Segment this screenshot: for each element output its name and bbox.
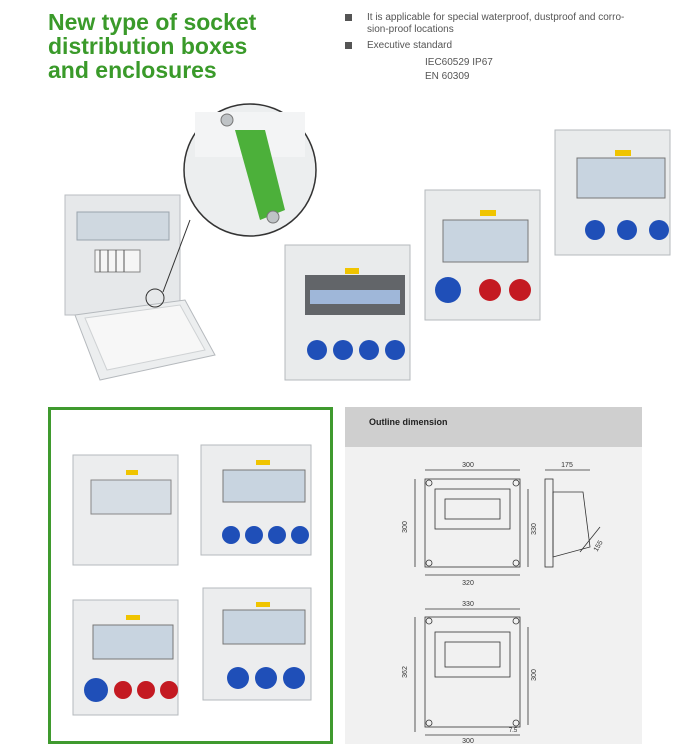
dim-bottom-top-width: 330 — [462, 601, 474, 608]
box-mixed-sockets-image — [424, 189, 541, 321]
page-title: New type of socket distribution boxes an… — [48, 10, 328, 82]
dim-bottom-right-height: 300 — [531, 669, 538, 681]
feature-list: It is applicable for special waterproof,… — [345, 12, 675, 84]
feature-item-standard: Executive standard — [345, 40, 675, 52]
feature-text-line-2: sion-proof locations — [367, 24, 454, 35]
empty-enclosure-image — [72, 454, 179, 566]
dim-front-height-left: 300 — [402, 521, 409, 533]
bullet-square-icon — [345, 14, 352, 21]
latch-detail-zoom-image — [183, 103, 317, 237]
standard-en: EN 60309 — [425, 71, 470, 82]
dim-bottom-margin: 7.5 — [509, 728, 518, 734]
standard-iec: IEC60529 IP67 — [425, 57, 493, 68]
title-line-3: and enclosures — [48, 57, 217, 83]
bullet-square-icon — [345, 42, 352, 49]
box-four-blue-sockets-image — [284, 244, 411, 381]
enclosure-three-blue-image — [202, 587, 312, 701]
feature-text-line-1: It is applicable for special waterproof,… — [367, 12, 625, 23]
outline-heading: Outline dimension — [369, 417, 448, 427]
dim-side-depth: 175 — [561, 462, 573, 469]
open-distribution-box-image — [64, 194, 216, 381]
dim-bottom-left-height: 362 — [402, 666, 409, 678]
dim-front-height-right: 330 — [531, 523, 538, 535]
outline-header: Outline dimension — [345, 407, 642, 447]
title-line-2: distribution boxes — [48, 33, 248, 59]
feature-item-application: It is applicable for special waterproof,… — [345, 12, 675, 36]
product-gallery-panel — [48, 407, 333, 744]
outline-dimension-panel: Outline dimension 300 300 330 320 175 15… — [345, 407, 642, 745]
dim-bottom-width: 300 — [462, 738, 474, 744]
standard-label: Executive standard — [367, 40, 453, 51]
enclosure-four-blue-image — [200, 444, 312, 556]
outline-drawing: 300 300 330 320 175 155 330 362 300 300 … — [402, 462, 605, 745]
enclosure-mixed-sockets-image — [72, 599, 179, 716]
product-photo-row — [64, 103, 671, 381]
box-three-blue-sockets-image — [554, 129, 671, 256]
title-line-1: New type of socket — [48, 9, 257, 35]
dim-front-width: 300 — [462, 462, 474, 469]
dim-side-diagonal: 155 — [593, 539, 605, 553]
product-gallery-image — [72, 444, 312, 716]
dim-front-inner-width: 320 — [462, 580, 474, 587]
